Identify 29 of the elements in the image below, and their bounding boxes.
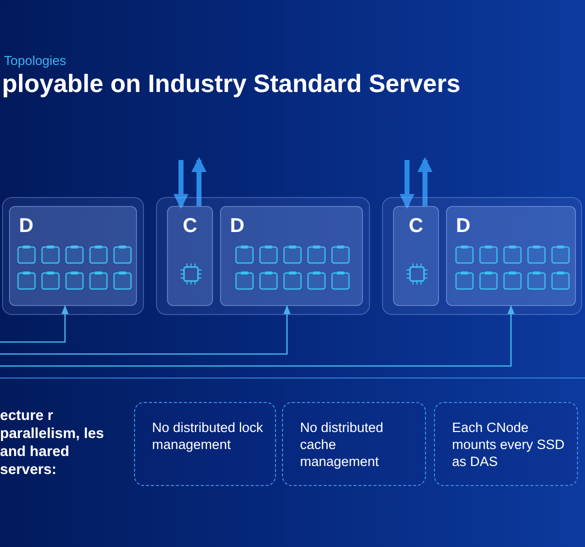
server-chassis: [382, 197, 582, 315]
server-chassis: [156, 197, 370, 315]
data-flow-arrow: [174, 160, 188, 209]
feature-card: [134, 402, 276, 486]
connector-arrow: [0, 305, 515, 367]
connector-arrow: [0, 305, 69, 343]
data-flow-arrow: [400, 160, 414, 209]
compute-node-panel: [393, 206, 439, 306]
architecture-note: ecture r parallelism, les and hared servers:: [0, 407, 105, 479]
compute-letter: C: [182, 215, 198, 237]
compute-node-panel: [167, 206, 213, 306]
storage-node-panel: [220, 206, 363, 306]
feature-card: [434, 402, 578, 486]
compute-letter: C: [408, 215, 424, 237]
feature-card: [282, 402, 426, 486]
feature-text: Each CNode mounts every SSD as DAS: [452, 419, 566, 470]
connector-arrow: [0, 305, 291, 355]
section-subtitle: Topologies: [4, 53, 66, 68]
data-flow-arrow: [192, 157, 206, 206]
storage-letter: D: [230, 215, 244, 237]
slide-title: ployable on Industry Standard Servers: [2, 70, 460, 99]
feature-text: No distributed cache management: [300, 419, 384, 470]
storage-letter: D: [456, 215, 470, 237]
server-chassis: [2, 197, 144, 315]
feature-text: No distributed lock management: [152, 419, 264, 453]
storage-node-panel: [446, 206, 576, 306]
data-flow-arrow: [418, 157, 432, 206]
storage-node-panel: [9, 206, 137, 306]
storage-letter: D: [19, 215, 34, 237]
